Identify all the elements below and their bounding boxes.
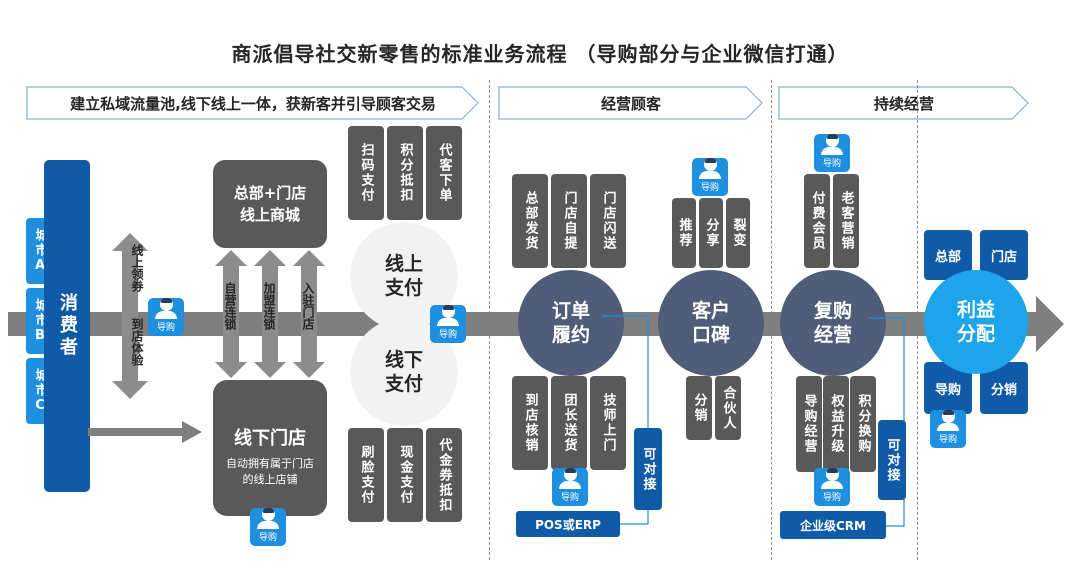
wom-fission: 裂变	[726, 198, 750, 268]
repurchase-guide-ops: 导购经营	[796, 376, 822, 472]
pay-method-voucher: 代金券抵扣	[426, 428, 462, 522]
guide-avatar-icon: 导购	[814, 134, 850, 172]
connectable-crm: 可对接	[878, 420, 906, 500]
guide-avatar-icon: 导购	[430, 305, 466, 343]
repurchase-old-customer: 老客营销	[833, 174, 859, 268]
phase-label: 建立私域流量池,线下线上一体，获新客并引导顾客交易	[70, 94, 436, 113]
online-pay-label: 线上支付	[384, 253, 423, 299]
fulfill-flash-delivery: 门店闪送	[590, 174, 626, 268]
wom-share: 分享	[699, 198, 723, 268]
pos-erp-box: POS或ERP	[516, 511, 620, 537]
fulfill-hq-ship: 总部发货	[512, 174, 548, 268]
pay-method-points: 积分抵扣	[387, 126, 423, 220]
phase-banner-sustain: 持续经营	[778, 86, 1030, 120]
profit-circle: 利益分配	[924, 270, 1028, 374]
crm-connector-line	[868, 317, 905, 527]
guide-label: 导购	[438, 330, 457, 340]
guide-label: 导购	[156, 323, 175, 333]
guide-avatar-icon: 导购	[814, 468, 850, 506]
order-fulfill-label: 订单履约	[551, 300, 590, 346]
lead-top-text: 线上领券	[130, 244, 144, 292]
arrow-to-store	[88, 421, 202, 443]
fulfill-leader-delivery: 团长送货	[551, 376, 587, 470]
fulfill-technician-visit: 技师上门	[590, 376, 626, 470]
guide-label: 导购	[938, 435, 957, 445]
word-of-mouth-label: 客户口碑	[691, 300, 730, 346]
guide-label: 导购	[822, 493, 841, 503]
repurchase-circle: 复购经营	[780, 270, 886, 376]
phase-banner-acquire: 建立私域流量池,线下线上一体，获新客并引导顾客交易	[26, 86, 480, 120]
repurchase-label: 复购经营	[813, 300, 852, 346]
repurchase-points-exchange: 积分换购	[850, 376, 876, 472]
link-franchise: 加盟连锁	[262, 282, 276, 330]
online-mall-line2: 线上商城	[239, 206, 300, 224]
guide-avatar-icon: 导购	[552, 468, 588, 506]
phase-arrow-shape	[26, 86, 479, 120]
page-title: 商派倡导社交新零售的标准业务流程 （导购部分与企业微信打通）	[231, 42, 849, 66]
guide-avatar-icon: 导购	[930, 410, 966, 448]
guide-label: 导购	[700, 183, 719, 193]
pay-method-scan: 扫码支付	[348, 126, 384, 220]
guide-label: 导购	[258, 533, 277, 543]
offline-pay-label: 线下支付	[384, 349, 423, 395]
offline-store-box: 线下门店 自动拥有属于门店的线上店铺	[213, 380, 327, 516]
channel-arrows	[215, 250, 325, 378]
pos-connector-line	[602, 315, 649, 525]
wom-distribution: 分销	[686, 376, 712, 440]
phase-label: 持续经营	[873, 94, 934, 113]
crm-box: 企业级CRM	[780, 511, 886, 539]
guide-avatar-icon: 导购	[692, 158, 728, 196]
guide-label: 导购	[822, 159, 841, 169]
consumer-bar: 消费者	[44, 160, 90, 492]
offline-store-title: 线下门店	[234, 428, 306, 449]
online-mall-box: 总部+门店 线上商城	[213, 160, 327, 248]
online-mall-line1: 总部+门店	[233, 184, 307, 202]
lead-double-arrow	[112, 233, 148, 399]
wom-partner: 合伙人	[715, 376, 741, 440]
repurchase-paid-member: 付费会员	[804, 174, 830, 268]
phase-arrow-shape	[498, 86, 763, 120]
link-settled-store: 入驻门店	[301, 282, 315, 330]
fulfill-store-pickup: 门店自提	[551, 174, 587, 268]
phase-banner-manage: 经营顾客	[498, 86, 764, 120]
pay-method-cash: 现金支付	[387, 428, 423, 522]
lead-bottom-text: 到店体验	[130, 318, 144, 366]
phase-arrow-shape	[778, 86, 1029, 120]
guide-label: 导购	[560, 493, 579, 503]
word-of-mouth-circle: 客户口碑	[658, 270, 764, 376]
connectable-pos: 可对接	[634, 428, 662, 510]
guide-avatar-icon: 导购	[148, 298, 184, 336]
pay-method-face: 刷脸支付	[348, 428, 384, 522]
link-self-owned: 自营连锁	[223, 282, 237, 330]
fulfill-store-redeem: 到店核销	[512, 376, 548, 470]
phase-label: 经营顾客	[600, 94, 661, 113]
offline-store-sub: 自动拥有属于门店的线上店铺	[226, 457, 314, 486]
repurchase-benefit-upgrade: 权益升级	[823, 376, 849, 472]
guide-avatar-icon: 导购	[250, 508, 286, 546]
wom-recommend: 推荐	[672, 198, 696, 268]
pay-method-proxy-order: 代客下单	[426, 126, 462, 220]
profit-label: 利益分配	[956, 299, 995, 345]
order-fulfill-circle: 订单履约	[518, 270, 624, 376]
